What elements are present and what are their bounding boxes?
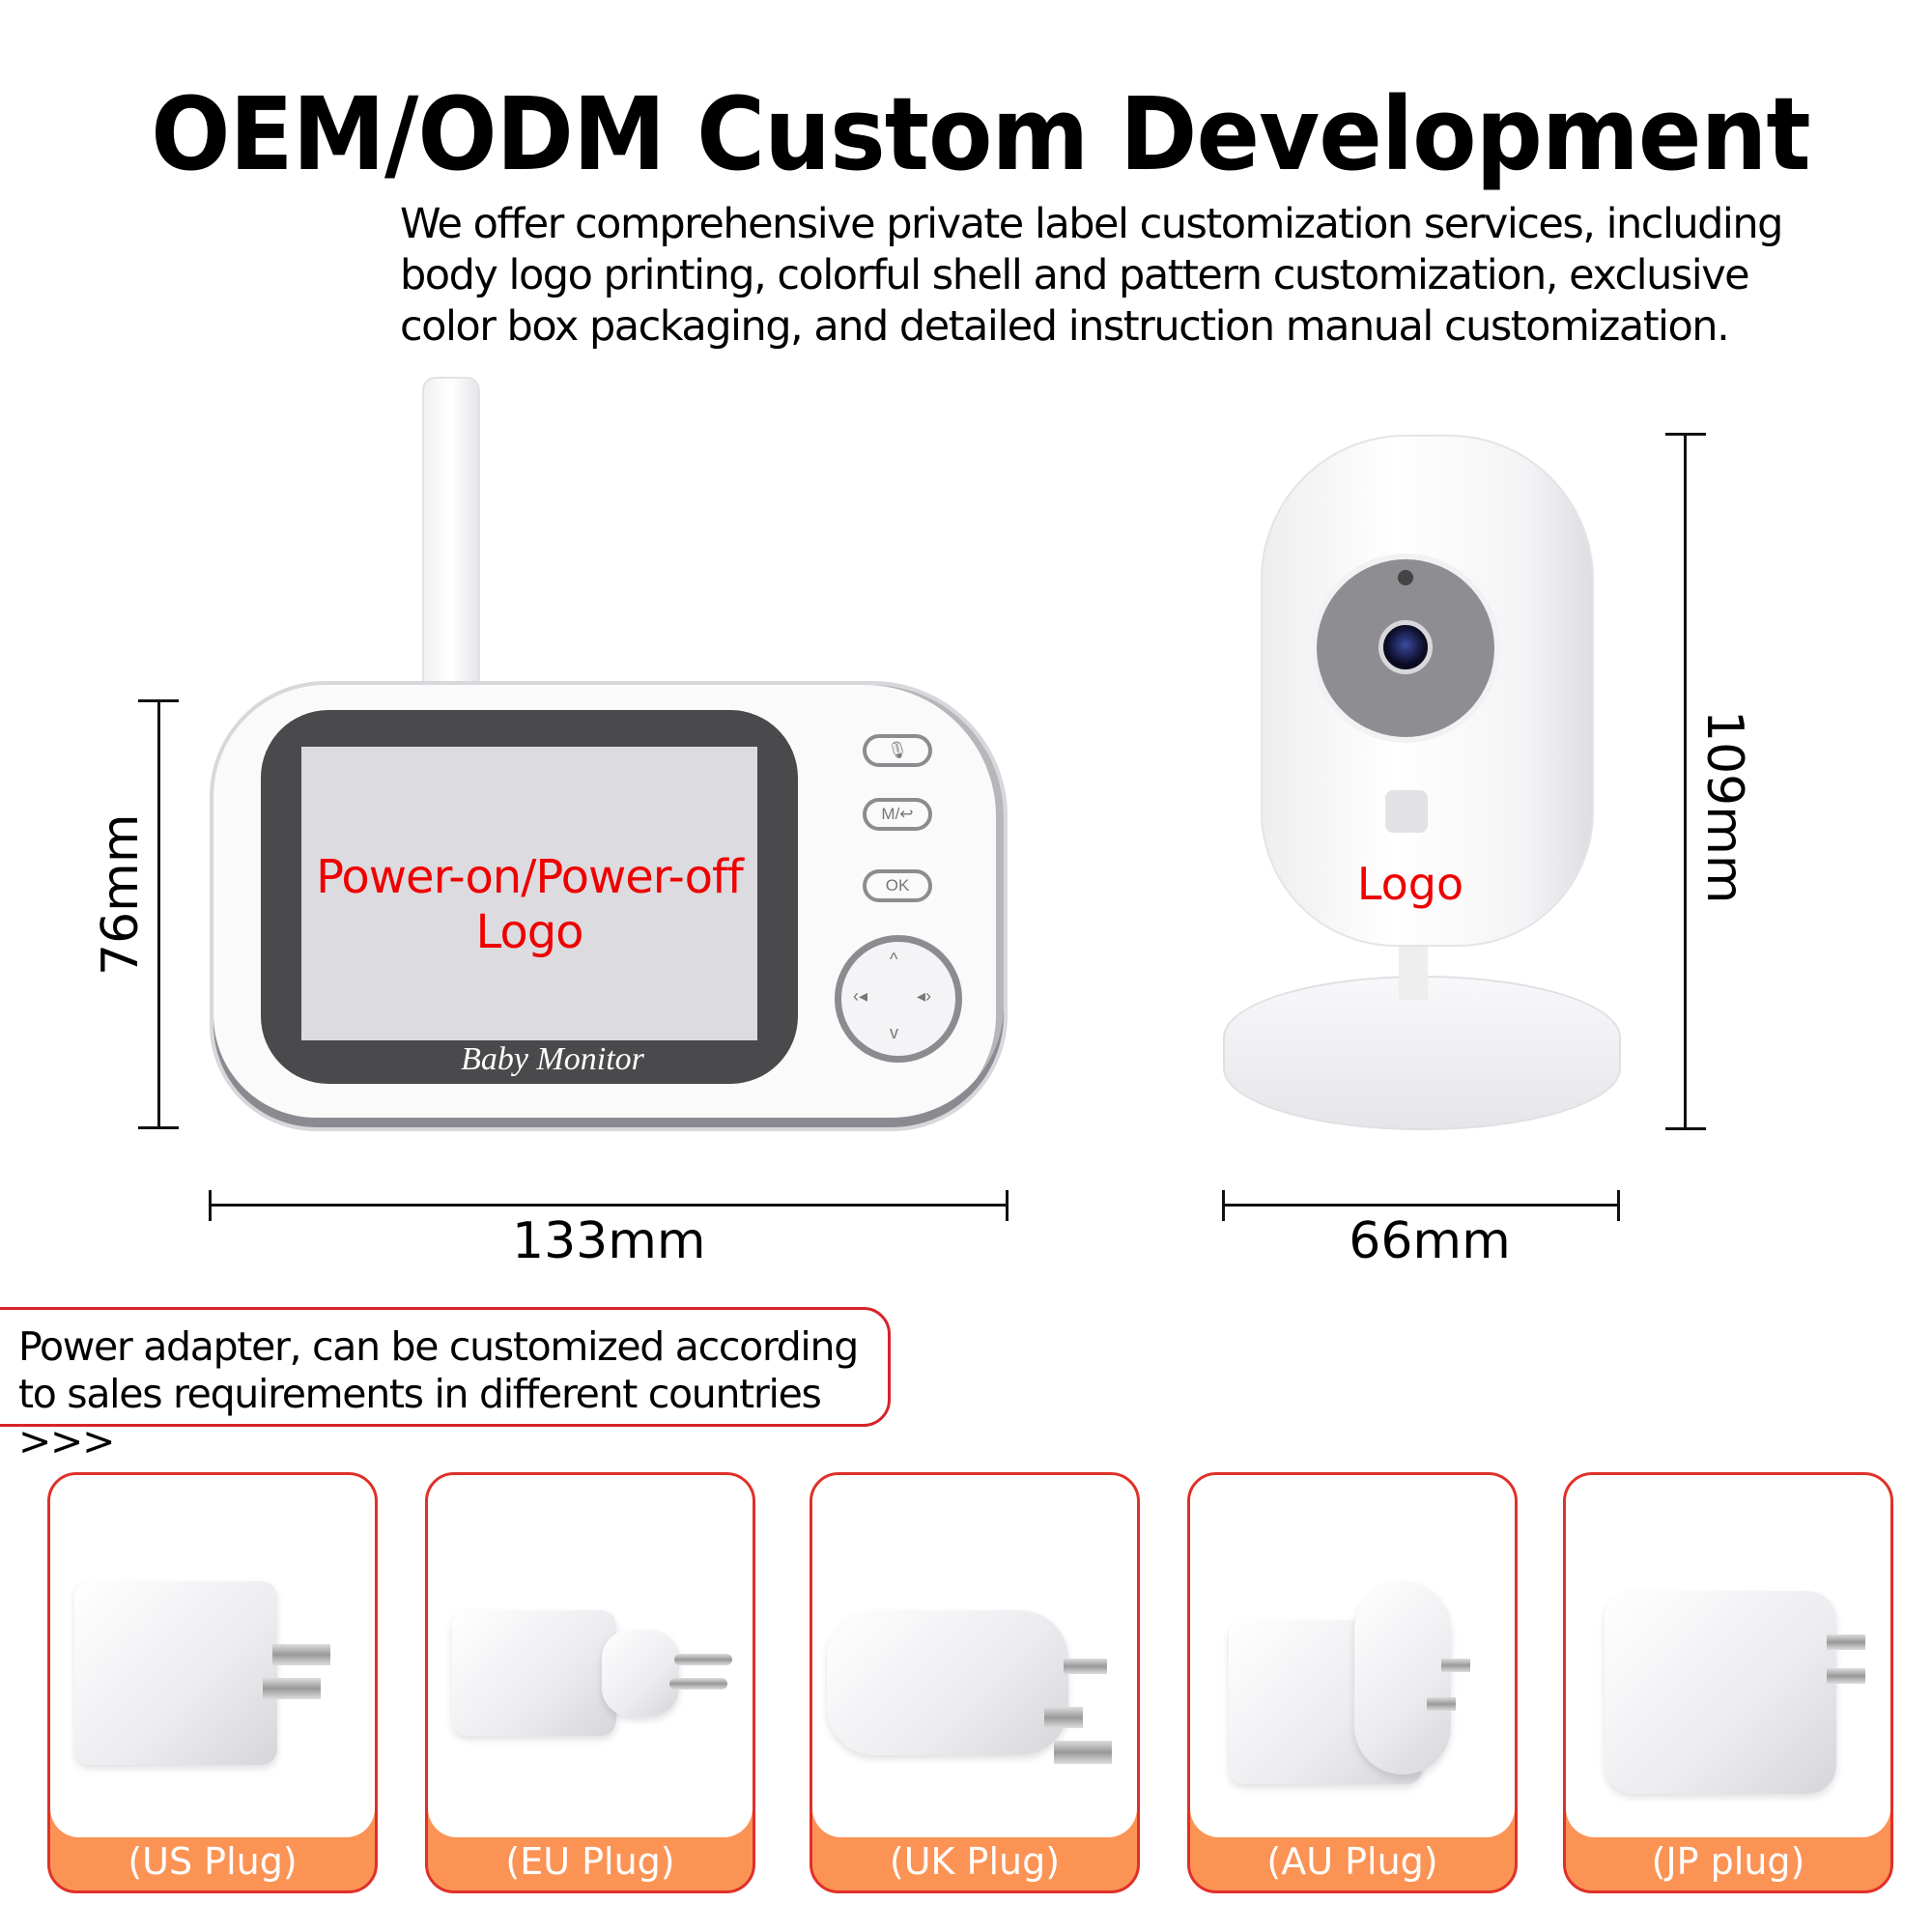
- plug-card-uk: (UK Plug): [810, 1472, 1140, 1893]
- dimension-cap: [1006, 1190, 1009, 1221]
- camera-height-label: 109mm: [1695, 710, 1753, 904]
- monitor-screen: [301, 747, 757, 1040]
- dimension-cap: [209, 1190, 212, 1221]
- screen-text-line: Logo: [475, 905, 583, 959]
- height-dimension-line: [1684, 434, 1687, 1129]
- height-dimension-line: [157, 700, 160, 1128]
- brand-label: Baby Monitor: [461, 1041, 644, 1077]
- page-title: OEM/ODM Custom Development: [151, 75, 1810, 193]
- subtitle-line: body logo printing, colorful shell and p…: [400, 251, 1750, 299]
- dimension-cap: [1222, 1190, 1225, 1221]
- us-plug-image: [50, 1475, 375, 1837]
- mic-button[interactable]: 🎙: [863, 734, 932, 767]
- subtitle: We offer comprehensive private label cus…: [400, 199, 1791, 353]
- plug-label: (US Plug): [128, 1840, 298, 1883]
- note-line: Power adapter, can be customized accordi…: [18, 1323, 859, 1370]
- ok-button[interactable]: OK: [863, 869, 932, 902]
- camera-lens-icon: [1378, 620, 1433, 674]
- width-dimension-line: [210, 1204, 1008, 1207]
- dimension-cap: [138, 1126, 179, 1129]
- subtitle-line: We offer comprehensive private label cus…: [400, 200, 1783, 248]
- monitor-width-label: 133mm: [512, 1212, 706, 1270]
- adapter-note: Power adapter, can be customized accordi…: [0, 1307, 891, 1464]
- plug-label: (UK Plug): [889, 1840, 1061, 1883]
- plug-card-us: (US Plug): [47, 1472, 378, 1893]
- dimension-cap: [1665, 1127, 1706, 1130]
- plug-label: (JP plug): [1651, 1840, 1805, 1883]
- dimension-cap: [138, 699, 179, 702]
- chevron-up-icon: ^: [890, 950, 898, 969]
- jp-plug-image: [1566, 1475, 1890, 1837]
- subtitle-line: color box packaging, and detailed instru…: [400, 302, 1730, 351]
- camera-logo-text: Logo: [1356, 858, 1464, 910]
- screen-text-line: Power-on/Power-off: [316, 850, 744, 904]
- camera-neck: [1399, 942, 1428, 1000]
- screen-logo-text: Power-on/Power-off Logo: [301, 850, 757, 960]
- plug-card-eu: (EU Plug): [425, 1472, 755, 1893]
- note-line: to sales requirements in different count…: [18, 1371, 822, 1464]
- volume-down-icon: ‹◂: [853, 986, 868, 1006]
- monitor-antenna: [422, 377, 480, 686]
- plug-card-jp: (JP plug): [1563, 1472, 1893, 1893]
- dimension-cap: [1665, 433, 1706, 436]
- menu-button[interactable]: M/↩: [863, 798, 932, 831]
- camera-sensor-dot: [1398, 570, 1413, 585]
- plug-label: (EU Plug): [505, 1840, 675, 1883]
- eu-plug-image: [428, 1475, 753, 1837]
- width-dimension-line: [1223, 1204, 1619, 1207]
- volume-up-icon: ◂›: [917, 986, 932, 1006]
- camera-width-label: 66mm: [1349, 1212, 1511, 1270]
- plug-card-au: (AU Plug): [1187, 1472, 1518, 1893]
- direction-pad[interactable]: ^ ‹◂ ◂› v: [835, 935, 962, 1063]
- uk-plug-image: [812, 1475, 1137, 1837]
- chevron-down-icon: v: [890, 1023, 898, 1042]
- dimension-cap: [1617, 1190, 1620, 1221]
- monitor-height-label: 76mm: [92, 813, 150, 976]
- plug-label: (AU Plug): [1266, 1840, 1438, 1883]
- camera-light-sensor: [1385, 790, 1428, 833]
- au-plug-image: [1190, 1475, 1515, 1837]
